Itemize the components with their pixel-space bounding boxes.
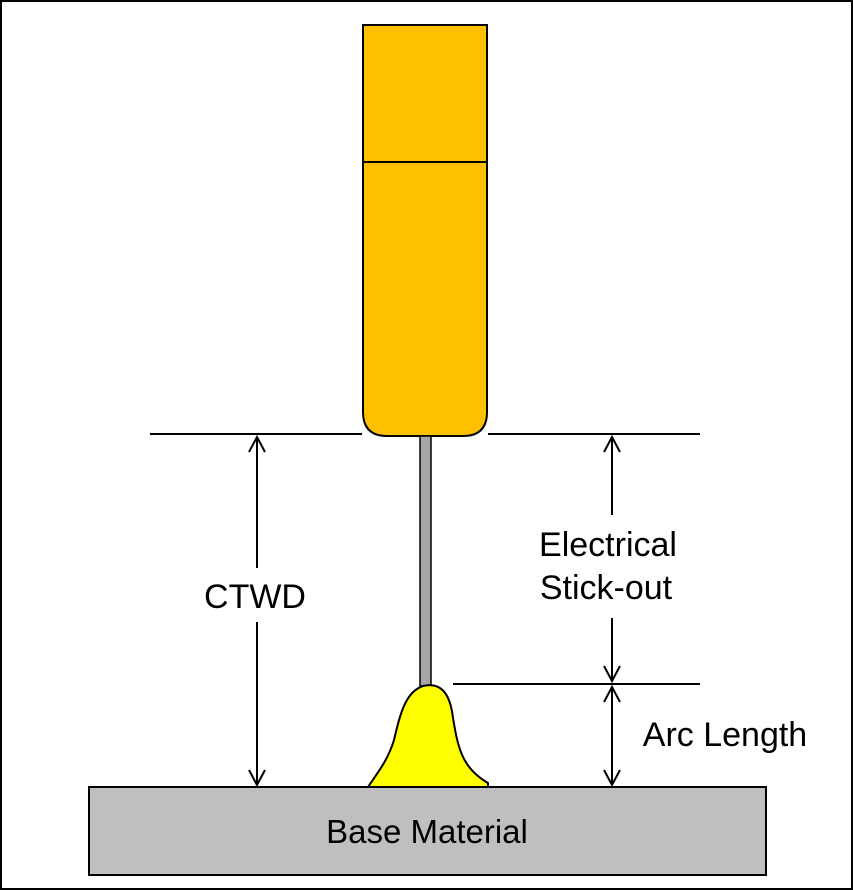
- electrode-wire: [419, 435, 432, 687]
- arc-length-arrowhead-bottom: [603, 769, 621, 788]
- ctwd-label: CTWD: [204, 578, 306, 616]
- base-material-label: Base Material: [326, 813, 528, 850]
- electrical-stickout-dimension-arrow: [603, 434, 621, 684]
- contact-tip: [362, 24, 488, 437]
- electrical-stickout-label-line1: Electrical: [539, 526, 677, 564]
- ctwd-dimension-arrow: [248, 434, 266, 788]
- arc-length-arrowhead-top: [603, 684, 621, 703]
- stickout-arrowhead-top: [603, 434, 621, 453]
- stickout-arrowhead-bottom: [603, 665, 621, 684]
- ctwd-arrowhead-top: [248, 434, 266, 453]
- arc-length-label: Arc Length: [643, 716, 807, 754]
- electrical-stickout-label-line2: Stick-out: [540, 569, 673, 607]
- arc-length-dimension-arrow: [603, 684, 621, 788]
- ctwd-arrowhead-bottom: [248, 769, 266, 788]
- base-material: [88, 786, 767, 876]
- welding-arc: [366, 684, 489, 788]
